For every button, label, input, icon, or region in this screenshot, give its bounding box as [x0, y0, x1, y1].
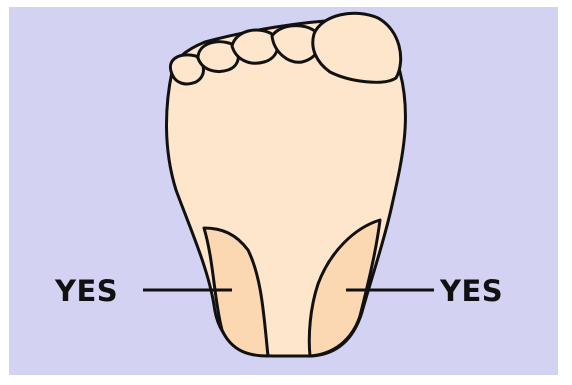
right-yes-label: YES: [440, 277, 503, 306]
left-yes-label: YES: [55, 277, 118, 306]
third-toe: [232, 30, 278, 63]
